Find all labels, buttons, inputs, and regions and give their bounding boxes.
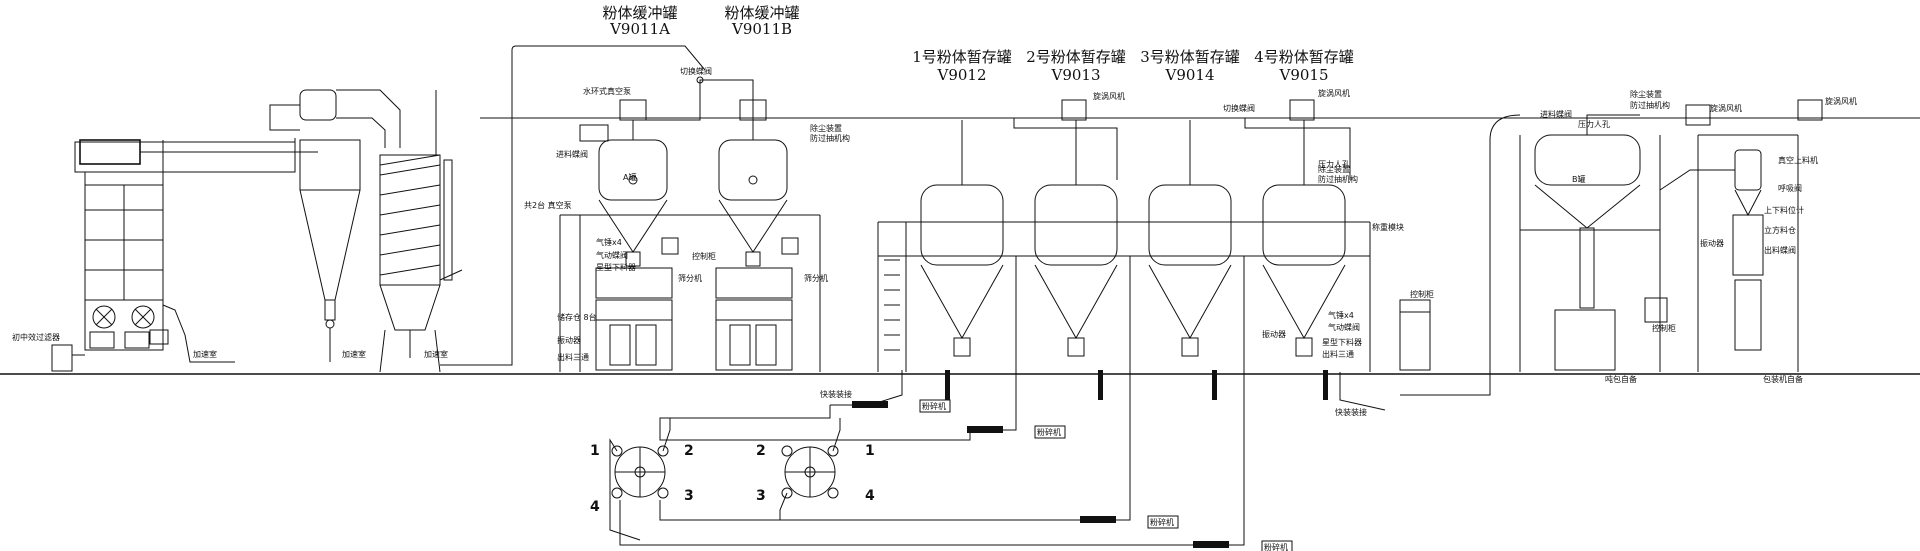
storage-tank-2 <box>1034 120 1118 357</box>
control-box-a-label: 控制柜 <box>692 251 716 261</box>
feed-valve-r-label: 进料蝶阀 <box>1540 109 1572 119</box>
weight-a-label: A罐 <box>623 172 636 182</box>
switch-valve-mid-label: 切换蝶阀 <box>1223 103 1255 113</box>
port-right-4: 4 <box>865 488 875 504</box>
storage-platform <box>877 99 1431 372</box>
level-meter-label: 上下料位计 <box>1764 205 1804 215</box>
sieve-b-label: 筛分机 <box>804 273 828 283</box>
buffer-tank-b <box>715 139 793 371</box>
rotary-valve-left <box>609 418 671 541</box>
fan-r-label: 旋涡风机 <box>1710 103 1742 113</box>
vac-loader-label: 真空上料机 <box>1778 155 1818 165</box>
quick-connect1-label: 快装装接 <box>820 389 852 399</box>
buffer-a-code: V9011A <box>609 20 670 38</box>
anti-mid-label: 防过抽机构 <box>1318 174 1358 184</box>
air-valve-b-label: 气动蝶阀 <box>1328 322 1360 332</box>
dust-a-label: 除尘装置 <box>810 123 842 133</box>
crusher2-label: 粉碎机 <box>1037 427 1061 437</box>
air-handling-unit <box>51 139 296 372</box>
store-bin-label: 储存仓 8台 <box>557 312 597 322</box>
prefilter-label: 初中效过滤器 <box>12 332 60 342</box>
weight-b-label: B罐 <box>1572 174 1586 184</box>
fan-r2-label: 旋涡风机 <box>1825 96 1857 106</box>
buffer-b-title: 粉体缓冲罐 <box>724 4 799 22</box>
pressure-port-label: 压力人孔 <box>1318 159 1350 169</box>
vibrator-r-label: 振动器 <box>1700 238 1724 248</box>
vacuum-group-label: 共2台 真空泵 <box>524 200 572 210</box>
ton-pack-label: 吨包自备 <box>1605 374 1637 384</box>
air-valve-a-label: 气动蝶阀 <box>596 250 628 260</box>
pressure-r-label: 压力人孔 <box>1578 119 1610 129</box>
control-cab-label: 控制柜 <box>1410 289 1434 299</box>
storage-tank-4 <box>1262 120 1346 357</box>
port-left-4: 4 <box>590 499 600 515</box>
cyclone-separator <box>269 89 401 362</box>
crusher1-label: 粉碎机 <box>922 401 946 411</box>
buffer-b-code: V9011B <box>731 20 792 38</box>
crusher4-label: 粉碎机 <box>1264 542 1288 551</box>
underground-piping <box>619 370 1386 551</box>
fan-top2-label: 旋涡风机 <box>1318 88 1350 98</box>
star-valve-b-label: 星型下料器 <box>1322 337 1362 347</box>
control-cab2-label: 控制柜 <box>1652 323 1676 333</box>
tank4-title: 4号粉体暂存罐 <box>1254 48 1354 66</box>
screw-label: 立方料仓 <box>1764 225 1796 235</box>
quick-connect2-label: 快装装接 <box>1335 407 1367 417</box>
vacuum-loader <box>1659 134 1799 372</box>
vacuum-pump-label: 水环式真空泵 <box>583 86 631 96</box>
fan-top-label: 旋涡风机 <box>1093 91 1125 101</box>
port-right-1: 1 <box>865 443 875 459</box>
port-right-3: 3 <box>756 488 766 504</box>
tank1-title: 1号粉体暂存罐 <box>912 48 1012 66</box>
dust-mid-label: 除尘装置 <box>1318 164 1350 174</box>
dust-r-label: 除尘装置 <box>1630 89 1662 99</box>
outlet-a-label: 出料三通 <box>557 352 589 362</box>
tank4-code: V9015 <box>1278 66 1328 84</box>
outlet-valve-label: 出料蝶阀 <box>1764 245 1796 255</box>
tank3-title: 3号粉体暂存罐 <box>1140 48 1240 66</box>
feed-valve-a-label: 进料蝶阀 <box>556 149 588 159</box>
heater2-label: 加速室 <box>342 349 366 359</box>
outlet-b-label: 出料三通 <box>1322 349 1354 359</box>
heater1-label: 加速室 <box>193 349 217 359</box>
pneumatic-b-label: 气锤x4 <box>1328 310 1354 320</box>
breather-label: 呼吸阀 <box>1778 183 1802 193</box>
pneumatic-a-label: 气锤x4 <box>596 237 622 247</box>
port-left-3: 3 <box>684 488 694 504</box>
sieve-a-label: 筛分机 <box>678 273 702 283</box>
tank2-title: 2号粉体暂存罐 <box>1026 48 1126 66</box>
buffer-a-title: 粉体缓冲罐 <box>602 4 677 22</box>
storage-tank-1 <box>920 120 1004 357</box>
rotary-valve-right <box>779 418 841 520</box>
heater3-label: 加速室 <box>424 349 448 359</box>
switch-valve-top-label: 切换蝶阀 <box>680 66 712 76</box>
tank3-code: V9014 <box>1164 66 1214 84</box>
vibrator-a-label: 振动器 <box>557 335 581 345</box>
crusher3-label: 粉碎机 <box>1150 517 1174 527</box>
port-left-2: 2 <box>684 443 694 459</box>
anti-a-label: 防过抽机构 <box>810 133 850 143</box>
port-right-2: 2 <box>756 443 766 459</box>
tank2-code: V9013 <box>1050 66 1100 84</box>
port-left-1: 1 <box>590 443 600 459</box>
anti-r-label: 防过抽机构 <box>1630 100 1670 110</box>
pack-machine-label: 包装机自备 <box>1763 374 1803 384</box>
dust-collector <box>379 45 706 373</box>
star-valve-a-label: 星型下料器 <box>596 262 636 272</box>
right-tank <box>1400 99 1823 396</box>
storage-tank-3 <box>1148 120 1232 357</box>
vibrator-b-label: 振动器 <box>1262 329 1286 339</box>
weigh-module-label: 称重模块 <box>1372 222 1404 232</box>
buffer-frame <box>559 76 821 372</box>
tank1-code: V9012 <box>936 66 986 84</box>
